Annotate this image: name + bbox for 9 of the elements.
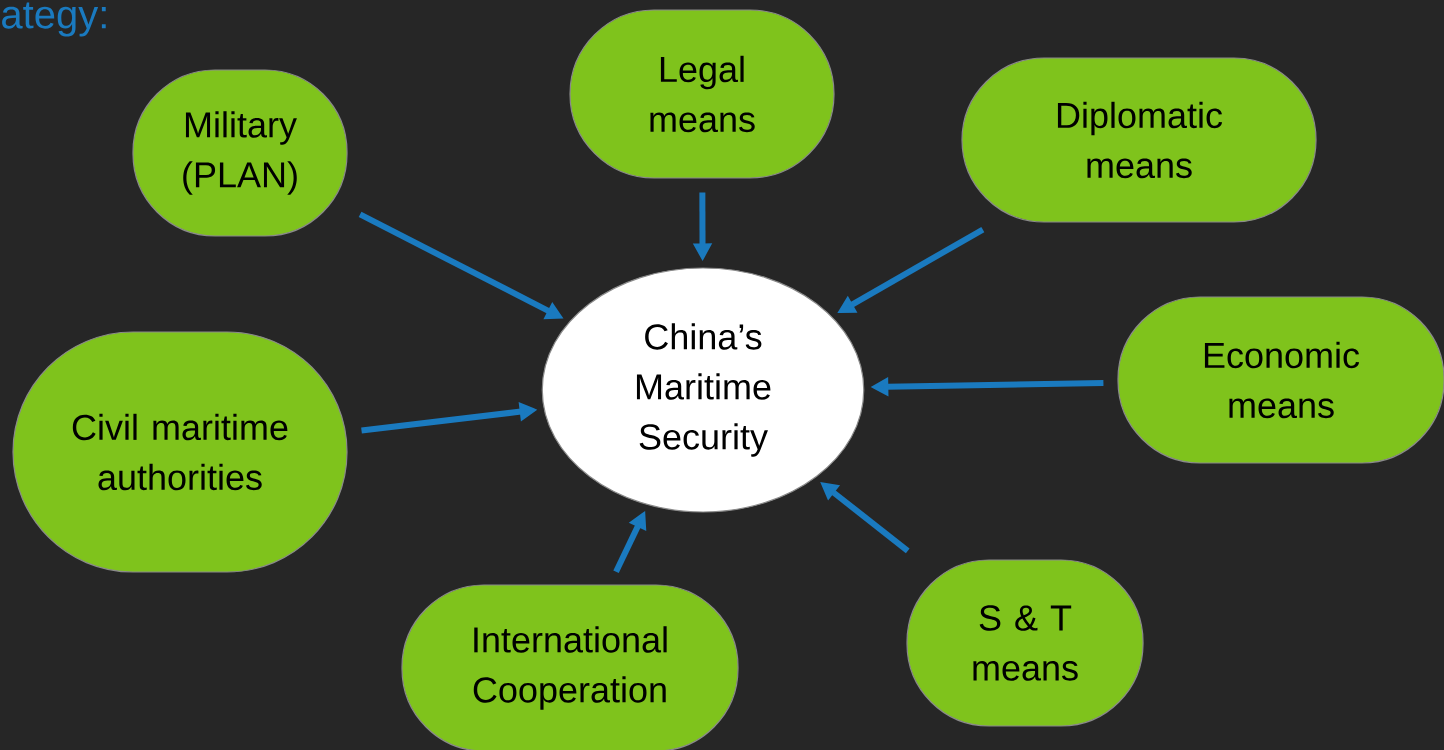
rounded-box: Civil maritime authorities xyxy=(12,331,348,573)
rounded-box: International Cooperation xyxy=(401,584,739,750)
ellipse-node: China’s Maritime Security xyxy=(541,267,865,513)
rounded-box: S & T means xyxy=(906,559,1144,727)
rounded-box: Diplomatic means xyxy=(961,57,1317,223)
heading-fragment: ategy: xyxy=(2,2,106,37)
rounded-box: Legal means xyxy=(569,9,835,179)
rounded-box: Military (PLAN) xyxy=(132,69,348,237)
rounded-box: Economic means xyxy=(1117,296,1444,464)
